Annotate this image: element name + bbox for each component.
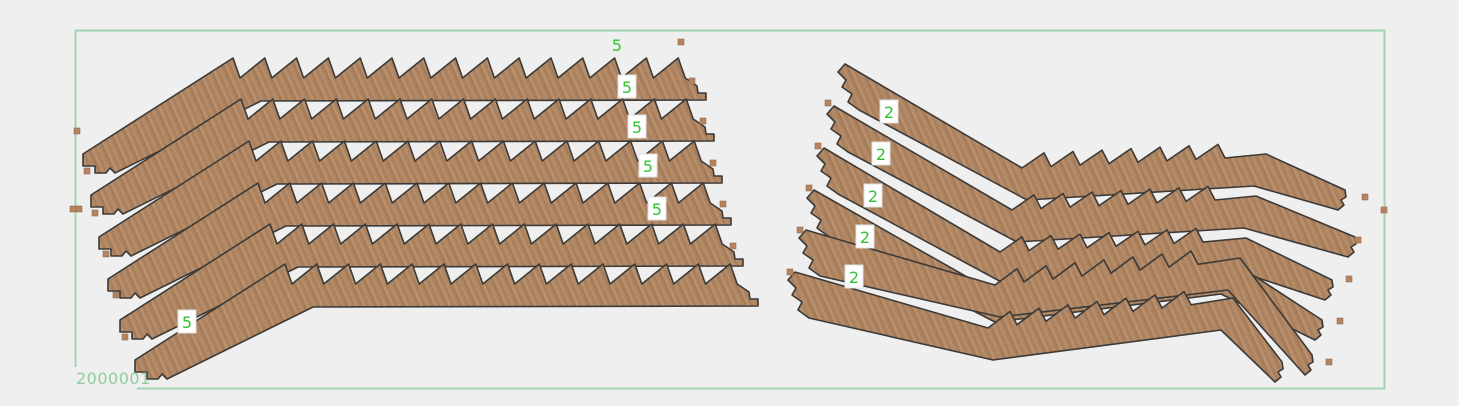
snap-marker[interactable] bbox=[1325, 358, 1333, 366]
part-count-value: 2 bbox=[876, 145, 886, 164]
snap-marker[interactable] bbox=[824, 99, 832, 107]
sheet-border bbox=[74, 29, 1386, 390]
part-count-value: 2 bbox=[860, 228, 870, 247]
nested-parts bbox=[82, 57, 1357, 383]
part-count-label: 5 bbox=[647, 196, 667, 221]
part-count-label-box bbox=[627, 114, 647, 139]
part-count-label: 5 bbox=[177, 309, 197, 334]
snap-markers bbox=[69, 38, 1388, 366]
snap-marker[interactable] bbox=[805, 184, 813, 192]
part-count-label: 2 bbox=[844, 264, 864, 289]
snap-marker[interactable] bbox=[677, 38, 685, 46]
part-count-label-box bbox=[177, 309, 197, 334]
part-count-label: 2 bbox=[871, 141, 891, 166]
part-5[interactable] bbox=[119, 223, 744, 340]
snap-marker[interactable] bbox=[1380, 206, 1388, 214]
snap-marker[interactable] bbox=[729, 242, 737, 250]
snap-marker[interactable] bbox=[91, 209, 99, 217]
part-count-label: 2 bbox=[863, 183, 883, 208]
part-2[interactable] bbox=[787, 271, 1284, 383]
snap-marker[interactable] bbox=[83, 167, 91, 175]
snap-marker[interactable] bbox=[814, 142, 822, 150]
snap-marker[interactable] bbox=[75, 205, 83, 213]
part-count-label: 2 bbox=[879, 99, 899, 124]
part-count-label-box bbox=[863, 183, 883, 208]
part-2[interactable] bbox=[826, 105, 1357, 258]
part-count-value: 5 bbox=[632, 118, 642, 137]
part-count-value: 5 bbox=[612, 36, 622, 55]
part-count-value: 5 bbox=[643, 157, 653, 176]
part-5[interactable] bbox=[90, 98, 715, 215]
snap-marker[interactable] bbox=[1354, 236, 1362, 244]
part-2[interactable] bbox=[798, 229, 1314, 376]
snap-marker[interactable] bbox=[709, 159, 717, 167]
part-2[interactable] bbox=[837, 63, 1347, 211]
part-count-label: 5 bbox=[617, 74, 637, 99]
part-5[interactable] bbox=[98, 140, 723, 257]
part-count-label-box bbox=[638, 153, 658, 178]
part-5[interactable] bbox=[107, 182, 732, 299]
part-count-label-box bbox=[879, 99, 899, 124]
part-count-label-box bbox=[647, 196, 667, 221]
part-count-label: 2 bbox=[855, 224, 875, 249]
part-count-label: 5 bbox=[638, 153, 658, 178]
part-count-label: 5 bbox=[627, 114, 647, 139]
snap-marker[interactable] bbox=[73, 127, 81, 135]
snap-marker[interactable] bbox=[796, 226, 804, 234]
snap-marker[interactable] bbox=[688, 77, 696, 85]
snap-marker[interactable] bbox=[786, 268, 794, 276]
part-count-value: 2 bbox=[849, 268, 859, 287]
snap-marker[interactable] bbox=[1345, 275, 1353, 283]
snap-marker[interactable] bbox=[112, 291, 120, 299]
part-count-value: 2 bbox=[868, 187, 878, 206]
part-count-label-box bbox=[844, 264, 864, 289]
snap-marker[interactable] bbox=[102, 250, 110, 258]
part-count-value: 2 bbox=[884, 103, 894, 122]
part-count-label-box bbox=[855, 224, 875, 249]
snap-marker[interactable] bbox=[1336, 317, 1344, 325]
snap-marker[interactable] bbox=[69, 205, 77, 213]
part-count-label-box bbox=[871, 141, 891, 166]
part-5[interactable] bbox=[82, 57, 707, 174]
part-5[interactable] bbox=[134, 263, 759, 380]
snap-marker[interactable] bbox=[1361, 193, 1369, 201]
part-2[interactable] bbox=[816, 147, 1334, 301]
part-count-labels: 5 5 5 5 5 5 2 2 2 2 2 bbox=[177, 36, 899, 334]
snap-marker[interactable] bbox=[719, 200, 727, 208]
part-count-value: 5 bbox=[652, 200, 662, 219]
part-count-label-box bbox=[617, 74, 637, 99]
part-count-value: 5 bbox=[182, 313, 192, 332]
part-count-value: 5 bbox=[622, 78, 632, 97]
part-count-label: 5 bbox=[612, 36, 622, 55]
snap-marker[interactable] bbox=[699, 117, 707, 125]
sheet-id-label: 2000001 bbox=[76, 369, 151, 388]
snap-marker[interactable] bbox=[121, 333, 129, 341]
